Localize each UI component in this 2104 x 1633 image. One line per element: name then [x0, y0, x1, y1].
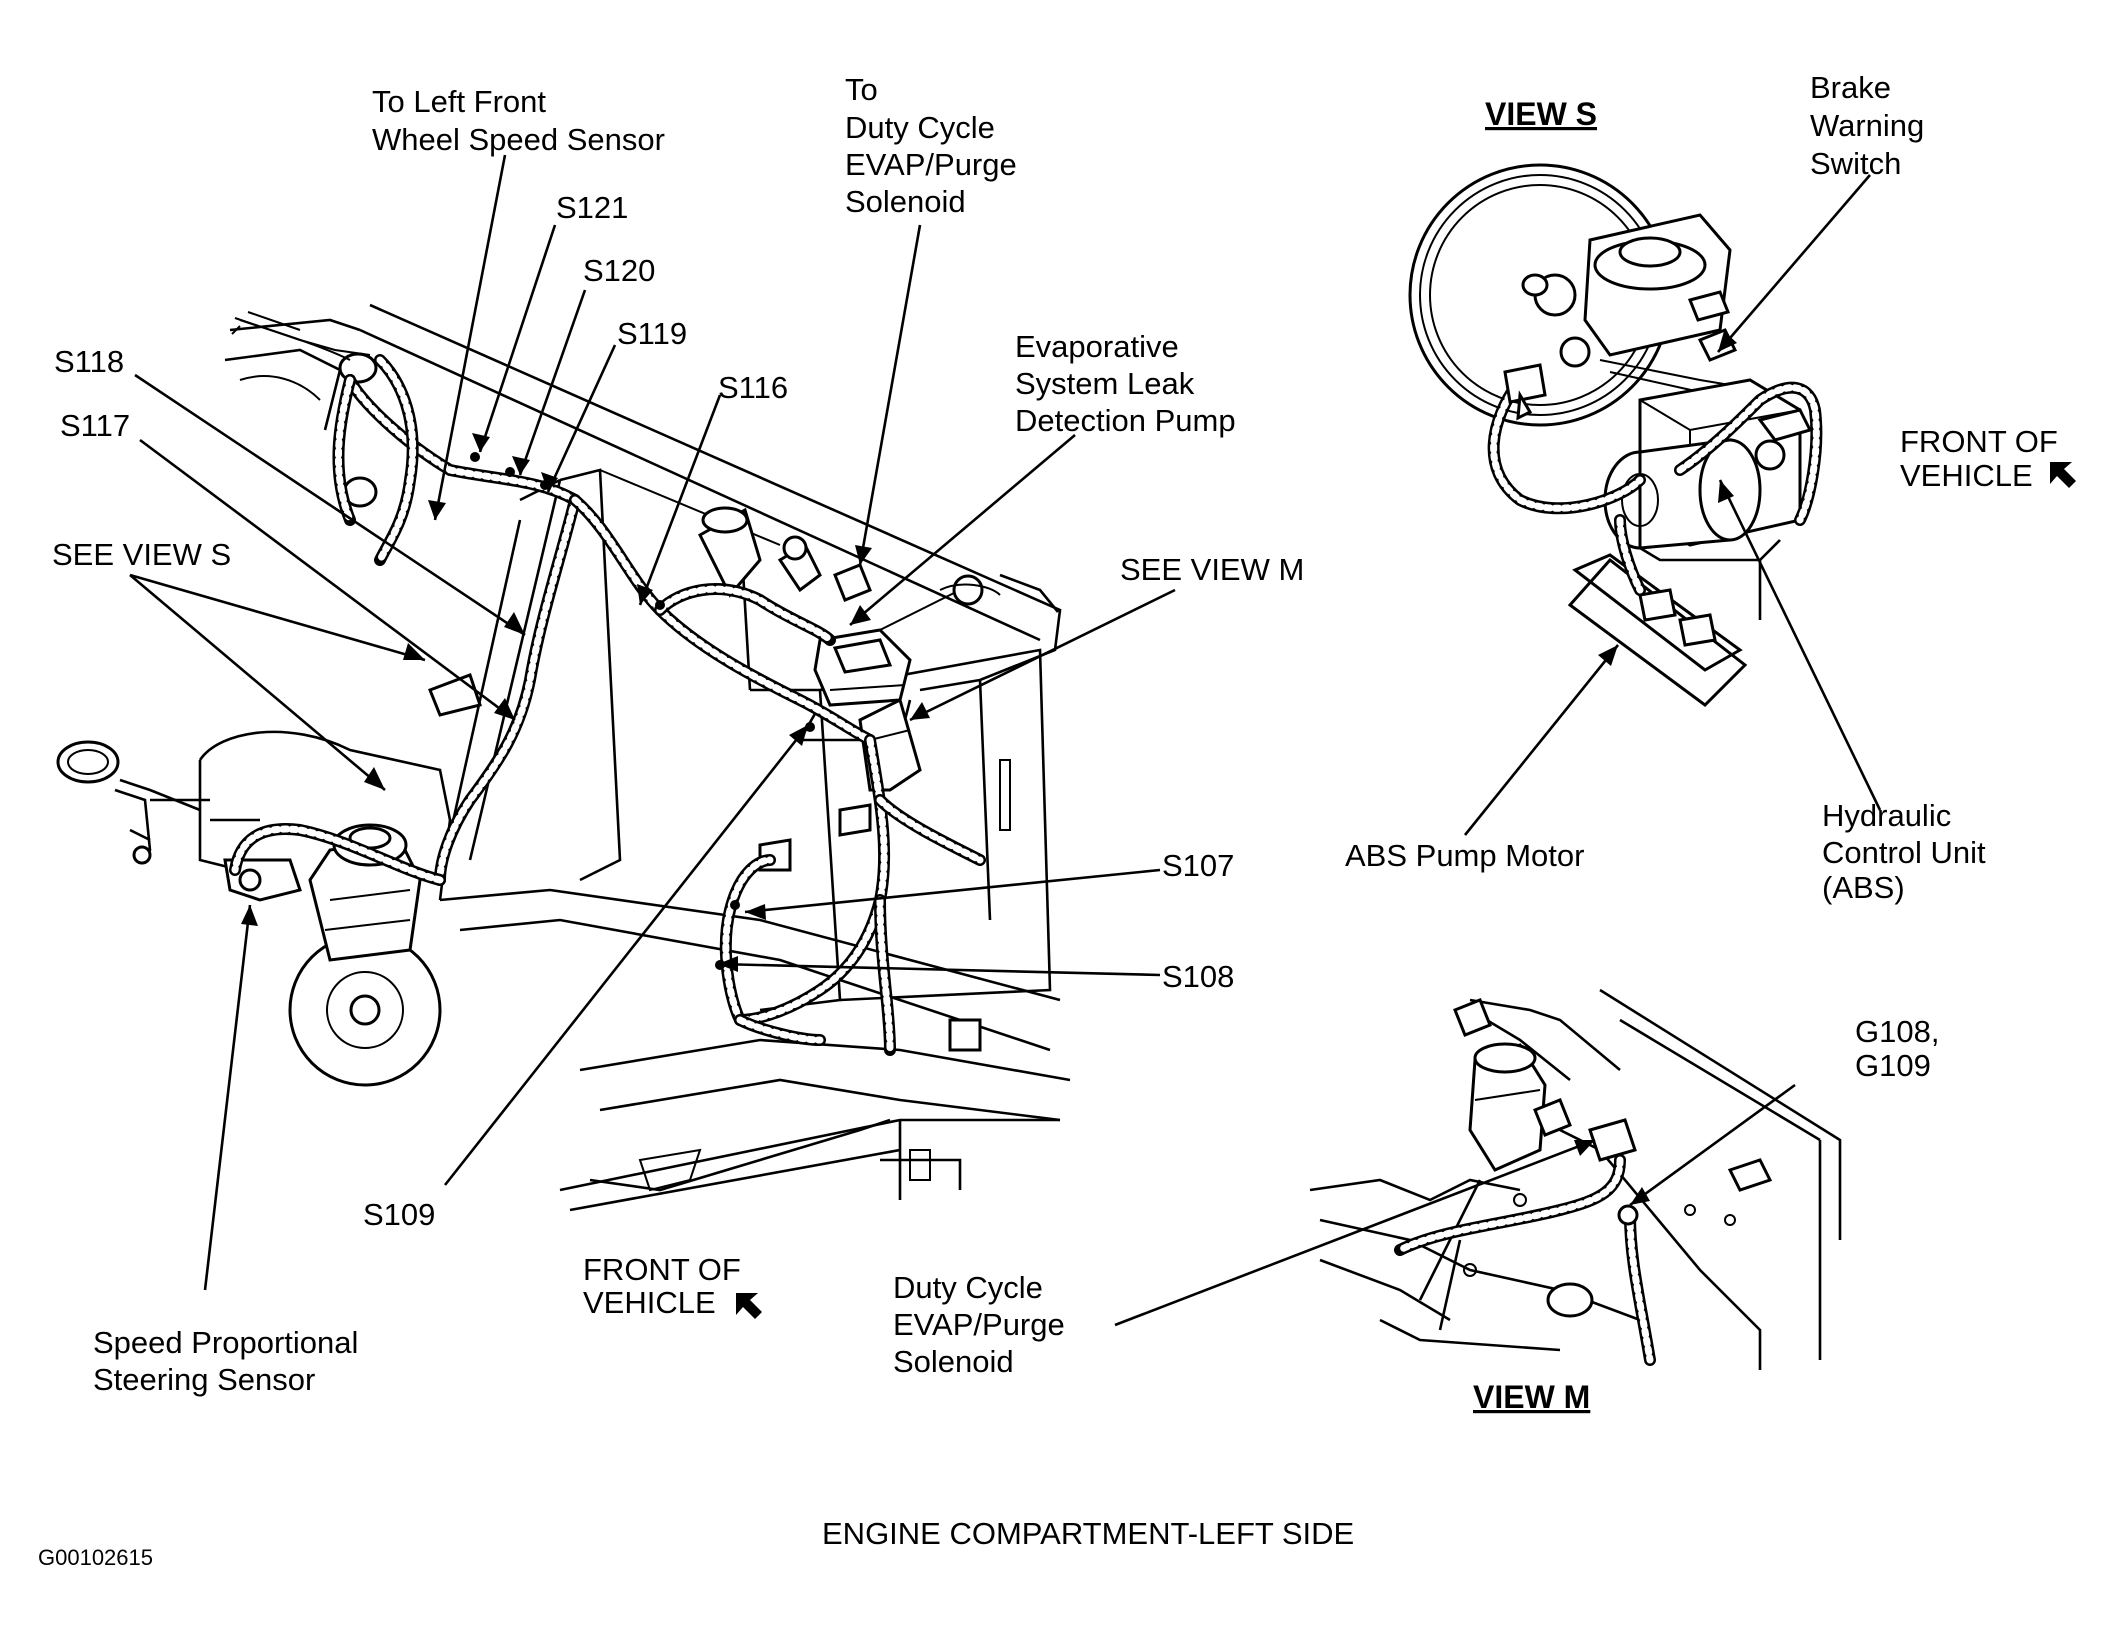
label-front-of-vehicle-main: FRONT OF VEHICLE: [583, 1252, 750, 1320]
leader-lines: [129, 154, 1882, 1327]
label-s118: S118: [54, 344, 124, 379]
label-abs-pump-motor: ABS Pump Motor: [1345, 838, 1584, 873]
label-s108: S108: [1162, 959, 1234, 994]
label-to-left-front-wheel-speed-sensor: To Left Front Wheel Speed Sensor: [372, 84, 665, 157]
view-s-labels: VIEW S Brake Warning Switch FRONT OF VEH…: [1345, 70, 2076, 905]
figure-id: G00102615: [38, 1545, 153, 1570]
label-hydraulic-control-unit: Hydraulic Control Unit (ABS): [1822, 798, 1994, 905]
view-m-drawing: [1309, 988, 1842, 1370]
label-g108-g109: G108, G109: [1855, 1014, 1948, 1083]
label-speed-proportional-steering-sensor: Speed Proportional Steering Sensor: [93, 1325, 367, 1397]
label-s121: S121: [556, 190, 628, 225]
label-see-view-m: SEE VIEW M: [1120, 552, 1304, 587]
label-evaporative-system-leak-detection-pump: Evaporative System Leak Detection Pump: [1015, 329, 1236, 438]
main-view-drawing: [56, 303, 1071, 1212]
label-s120: S120: [583, 253, 655, 288]
label-s119: S119: [617, 316, 687, 351]
diagram-caption: ENGINE COMPARTMENT-LEFT SIDE: [822, 1516, 1354, 1551]
label-s109: S109: [363, 1197, 435, 1232]
diagonal-arrow-icon: [2050, 462, 2076, 488]
view-s-drawing: [1408, 163, 1823, 707]
view-m-title: VIEW M: [1473, 1379, 1590, 1415]
label-see-view-s: SEE VIEW S: [52, 537, 231, 572]
label-duty-cycle-evap-purge-solenoid: Duty Cycle EVAP/Purge Solenoid: [893, 1270, 1073, 1379]
diagonal-arrow-icon: [736, 1293, 762, 1319]
label-to-duty-cycle-evap-purge-solenoid: To Duty Cycle EVAP/Purge Solenoid: [845, 72, 1025, 219]
view-s-title: VIEW S: [1485, 96, 1597, 132]
label-s117: S117: [60, 408, 130, 443]
label-s116: S116: [718, 370, 788, 405]
leader-arrowheads: [241, 331, 1737, 1205]
label-front-of-vehicle-view-s: FRONT OF VEHICLE: [1900, 424, 2067, 493]
main-view-labels: To Left Front Wheel Speed Sensor S121 S1…: [52, 72, 1304, 1397]
label-s107: S107: [1162, 848, 1234, 883]
view-m-labels: G108, G109 Duty Cycle EVAP/Purge Solenoi…: [893, 1014, 1948, 1415]
label-brake-warning-switch: Brake Warning Switch: [1810, 70, 1933, 181]
